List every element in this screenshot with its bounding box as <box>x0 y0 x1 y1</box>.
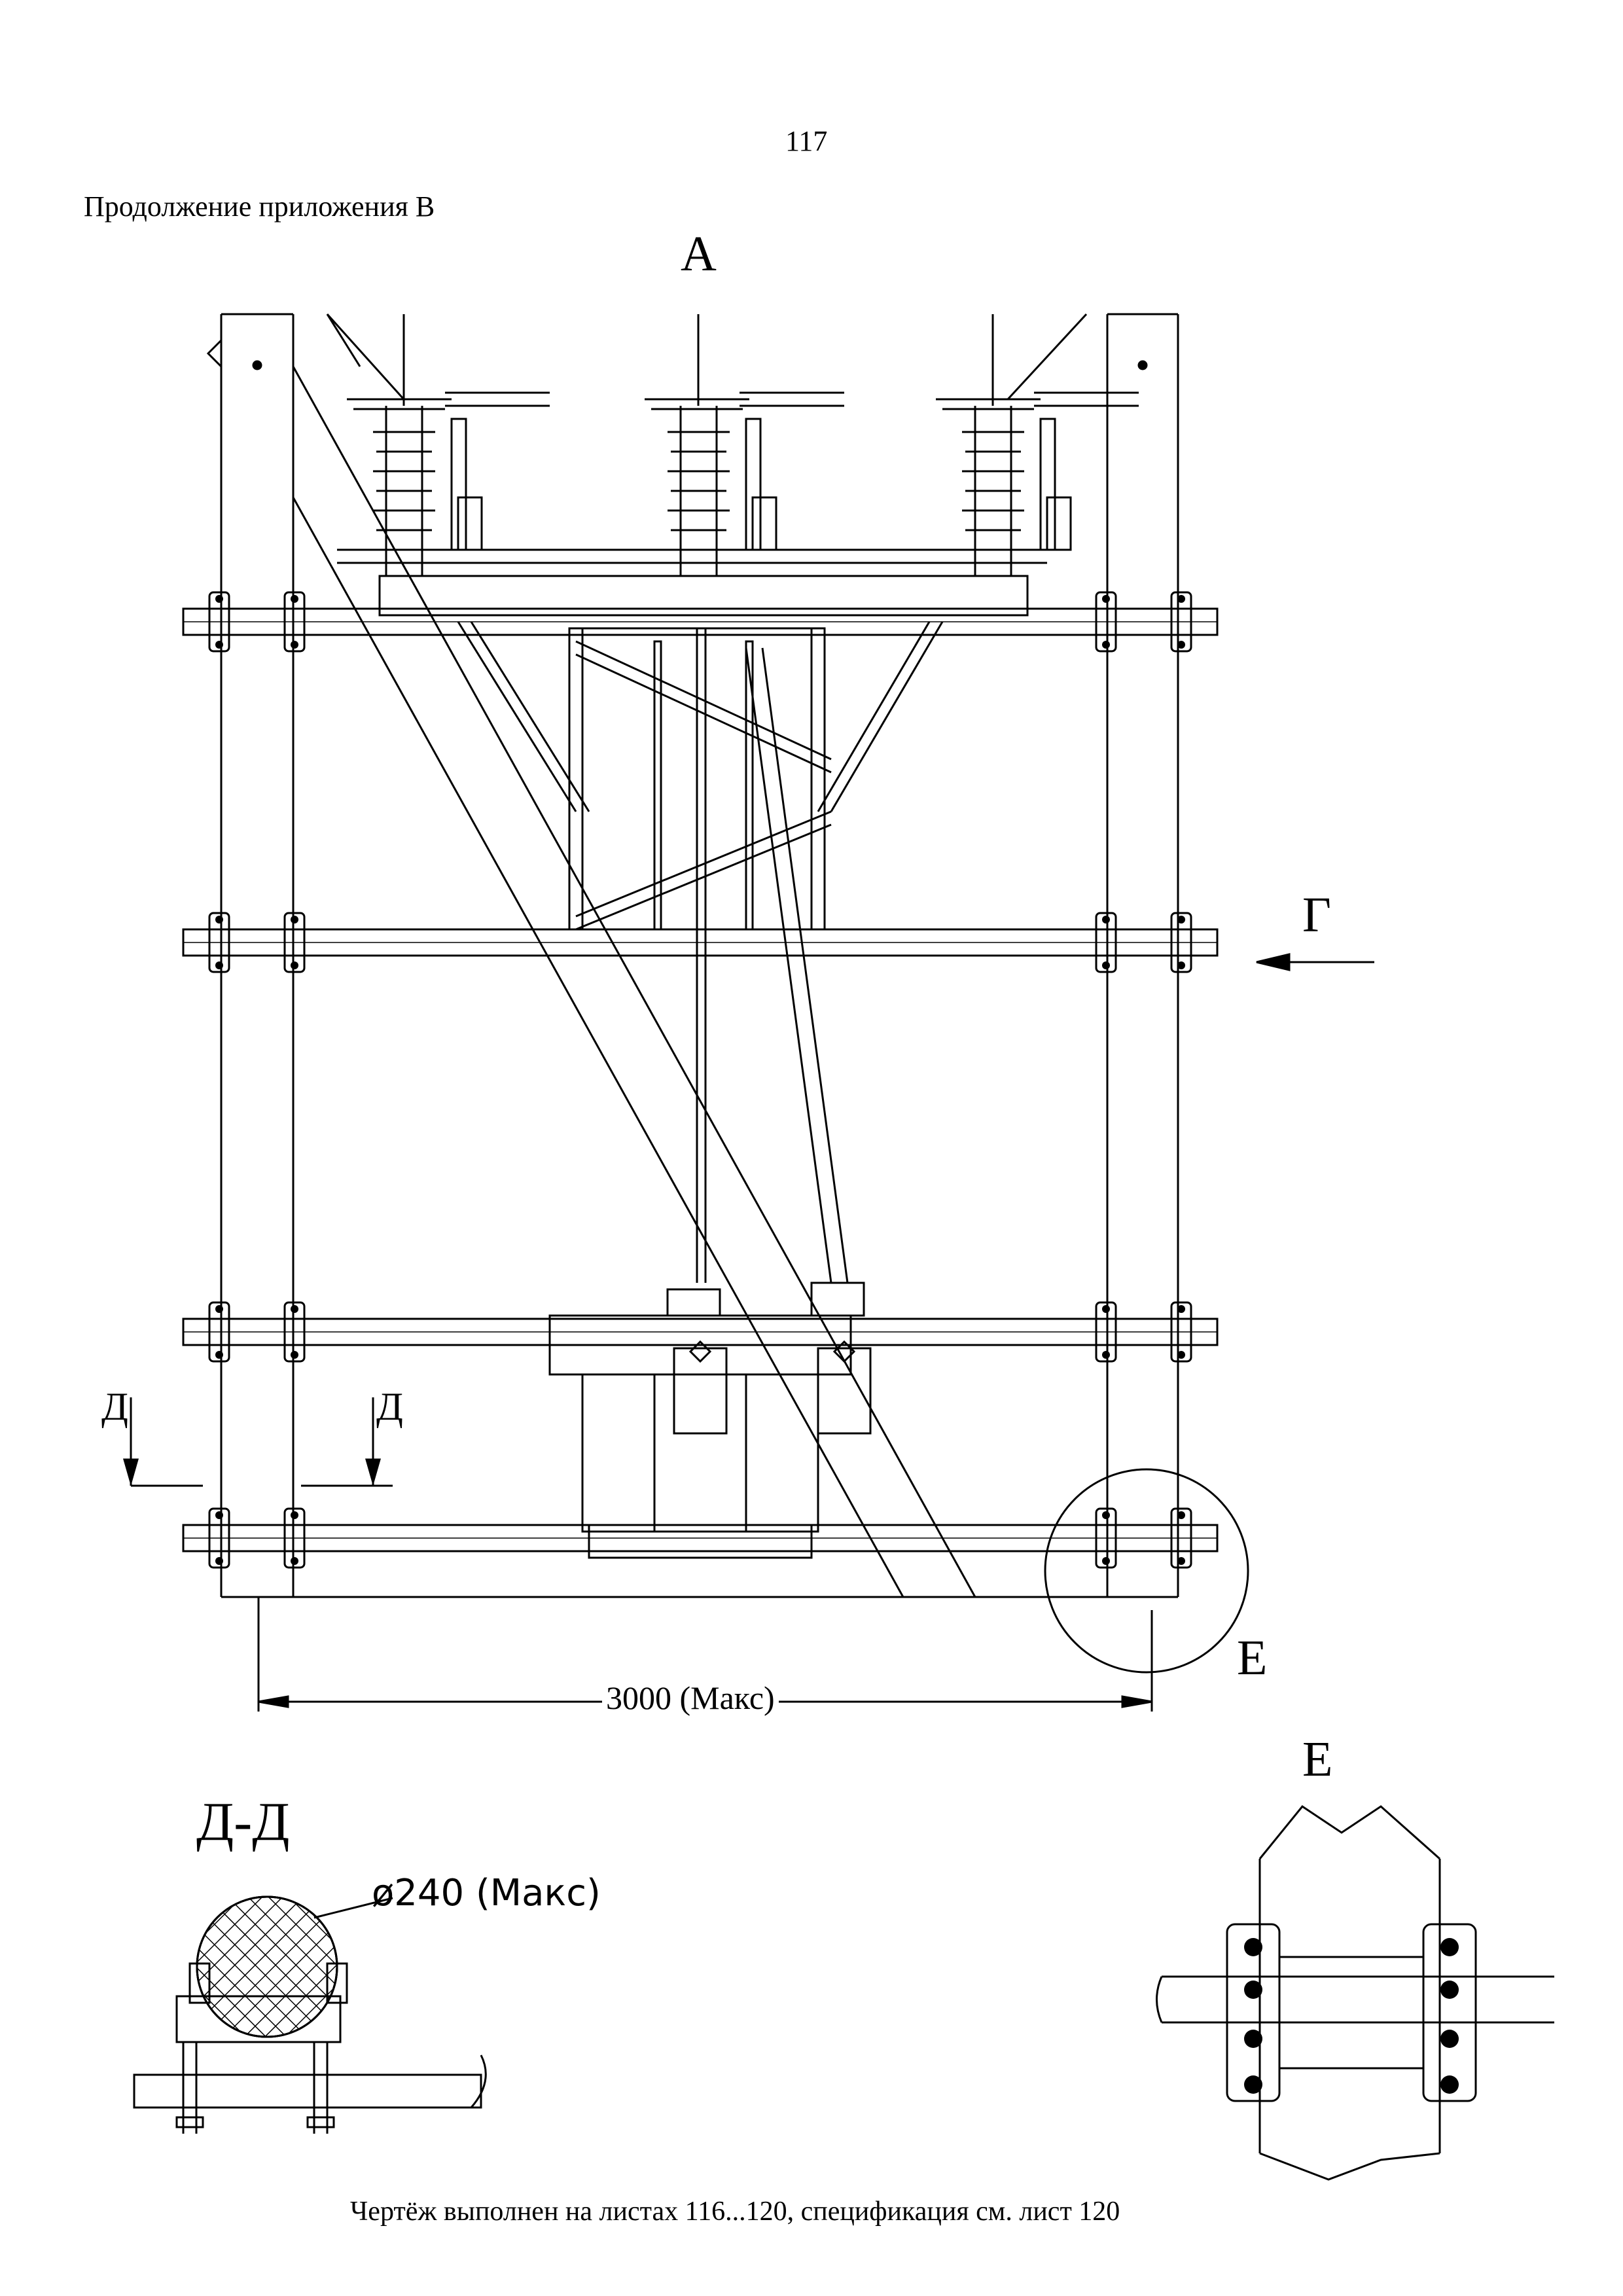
detail-e-drawing <box>1156 1804 1554 2181</box>
crossarm-bottom <box>182 1524 1219 1552</box>
detail-e-bolts <box>1244 1938 1459 2094</box>
section-d-right-label: Д <box>376 1385 403 1428</box>
section-dd-title: Д-Д <box>196 1791 290 1852</box>
post-clamps <box>208 591 1192 1569</box>
brace-pole <box>292 314 976 1598</box>
section-d-left-label: Д <box>101 1385 128 1428</box>
drive-rods <box>696 628 849 1283</box>
diameter-text: ø240 (Макс) <box>372 1872 601 1914</box>
drive-mechanism <box>548 1282 872 1559</box>
footer-note: Чертёж выполнен на листах 116...120, спе… <box>350 2197 1120 2227</box>
crossarm-2 <box>182 928 1219 957</box>
detail-e-label: Е <box>1237 1630 1268 1685</box>
detail-e-circle <box>1044 1468 1249 1674</box>
appendix-heading: Продолжение приложения В <box>84 190 435 223</box>
crossarm-3 <box>182 1318 1219 1346</box>
detail-e-title: Е <box>1302 1732 1333 1787</box>
view-a-label: А <box>681 226 717 281</box>
page-number: 117 <box>785 125 828 157</box>
support-truss <box>457 621 944 931</box>
clamp-bolts <box>215 595 1185 1565</box>
insulator-right <box>936 314 1139 576</box>
insulator-center <box>645 314 844 576</box>
insulator-left <box>347 314 550 576</box>
section-dd-drawing <box>133 1895 487 2134</box>
incoming-conductors <box>326 313 1088 401</box>
section-cut-marks <box>123 1397 393 1487</box>
view-g-label: Г <box>1302 888 1331 942</box>
disconnector-base <box>337 548 1047 617</box>
dimension-text: 3000 (Макс) <box>602 1679 779 1717</box>
crossarm-top <box>182 607 1219 636</box>
view-g-arrow <box>1256 953 1374 971</box>
